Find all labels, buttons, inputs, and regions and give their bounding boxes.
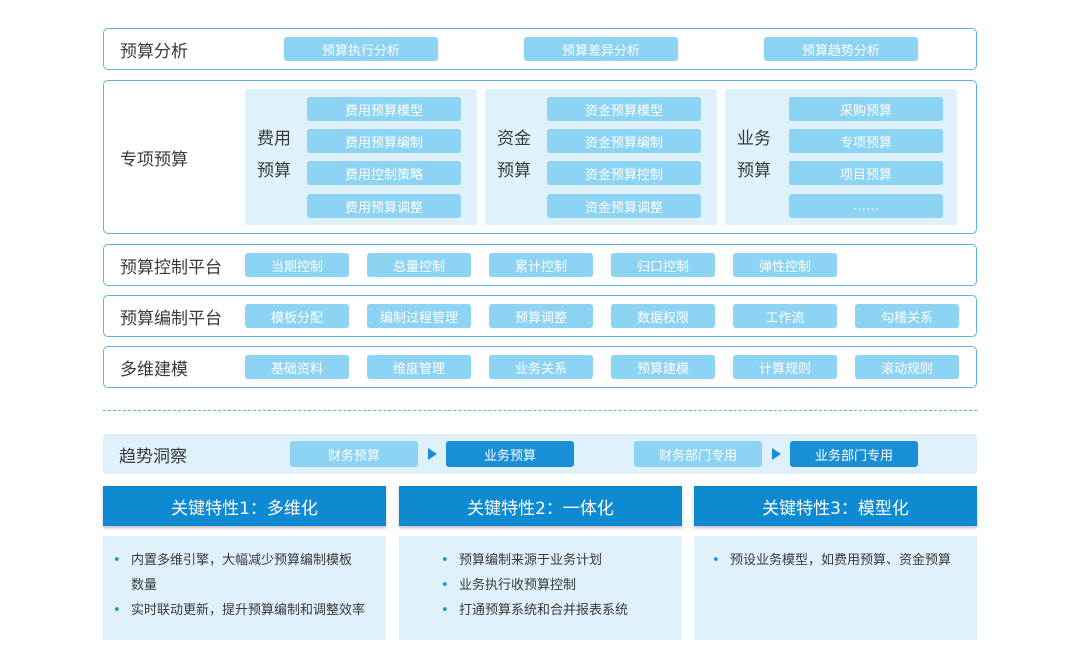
feature-2-bullet-1: 预算编制来源于业务计划 [439, 548, 628, 573]
chip-budget-adjust[interactable]: 预算调整 [489, 304, 593, 328]
expense-budget-group: 费用 预算 费用预算模型 费用预算编制 费用控制策略 费用预算调整 [245, 89, 477, 225]
feature-2-bullet-2: 业务执行收预算控制 [439, 573, 628, 598]
group-label: 费用 预算 [257, 129, 291, 181]
trend-row: 趋势洞察 财务预算 业务预算 财务部门专用 业务部门专用 [103, 434, 977, 474]
special-budget-title: 专项预算 [120, 149, 188, 170]
chip-finance-dept[interactable]: 财务部门专用 [634, 441, 762, 467]
chip-expense-compile[interactable]: 费用预算编制 [307, 129, 461, 153]
dashed-separator [103, 410, 977, 411]
feature-2-bullet-3: 打通预算系统和合并报表系统 [439, 598, 628, 623]
feature-3-title: 关键特性3：模型化 [694, 486, 977, 526]
compile-platform-row: 预算编制平台 模板分配 编制过程管理 预算调整 数据权限 工作流 勾稽关系 [103, 295, 977, 337]
chip-purchase-budget[interactable]: 采购预算 [789, 97, 943, 121]
modeling-row: 多维建模 基础资料 维度管理 业务关系 预算建模 计算规则 滚动规则 [103, 346, 977, 388]
feature-1-title: 关键特性1：多维化 [103, 486, 386, 526]
chip-flexible-control[interactable]: 弹性控制 [733, 253, 837, 277]
chip-fund-model[interactable]: 资金预算模型 [547, 97, 701, 121]
fund-budget-group: 资金 预算 资金预算模型 资金预算编制 资金预算控制 资金预算调整 [485, 89, 717, 225]
chip-total-control[interactable]: 总量控制 [367, 253, 471, 277]
group-label: 业务 预算 [737, 129, 771, 181]
chip-expense-model[interactable]: 费用预算模型 [307, 97, 461, 121]
chip-data-permission[interactable]: 数据权限 [611, 304, 715, 328]
chip-workflow[interactable]: 工作流 [733, 304, 837, 328]
special-budget-row: 专项预算 费用 预算 费用预算模型 费用预算编制 费用控制策略 费用预算调整 资… [103, 80, 977, 234]
chip-template-assign[interactable]: 模板分配 [245, 304, 349, 328]
chip-trend-analysis[interactable]: 预算趋势分析 [764, 37, 918, 61]
control-platform-title: 预算控制平台 [120, 257, 222, 278]
chip-expense-control[interactable]: 费用控制策略 [307, 161, 461, 185]
compile-platform-title: 预算编制平台 [120, 308, 222, 329]
feature-2-body: 预算编制来源于业务计划 业务执行收预算控制 打通预算系统和合并报表系统 [399, 536, 682, 640]
feature-3-bullet-1: 预设业务模型，如费用预算、资金预算 [710, 548, 951, 573]
chip-period-control[interactable]: 当期控制 [245, 253, 349, 277]
chip-centralized-control[interactable]: 归口控制 [611, 253, 715, 277]
chip-fund-adjust[interactable]: 资金预算调整 [547, 194, 701, 218]
arrow-right-icon [772, 448, 781, 460]
chip-finance-budget[interactable]: 财务预算 [290, 441, 418, 467]
feature-1-bullet-2: 实时联动更新，提升预算编制和调整效率 [111, 598, 365, 623]
chip-cumulative-control[interactable]: 累计控制 [489, 253, 593, 277]
trend-title: 趋势洞察 [119, 446, 187, 467]
chip-process-manage[interactable]: 编制过程管理 [367, 304, 471, 328]
business-budget-group: 业务 预算 采购预算 专项预算 项目预算 …… [725, 89, 957, 225]
chip-business-dept[interactable]: 业务部门专用 [790, 441, 918, 467]
control-platform-row: 预算控制平台 当期控制 总量控制 累计控制 归口控制 弹性控制 [103, 244, 977, 286]
chip-more[interactable]: …… [789, 194, 943, 218]
analysis-title: 预算分析 [120, 41, 188, 62]
chip-reconciliation[interactable]: 勾稽关系 [855, 304, 959, 328]
arrow-right-icon [428, 448, 437, 460]
chip-business-budget[interactable]: 业务预算 [446, 441, 574, 467]
chip-business-relation[interactable]: 业务关系 [489, 355, 593, 379]
chip-rolling-rules[interactable]: 滚动规则 [855, 355, 959, 379]
chip-fund-control[interactable]: 资金预算控制 [547, 161, 701, 185]
chip-base-data[interactable]: 基础资料 [245, 355, 349, 379]
chip-dimension-manage[interactable]: 维度管理 [367, 355, 471, 379]
chip-execution-analysis[interactable]: 预算执行分析 [284, 37, 438, 61]
chip-expense-adjust[interactable]: 费用预算调整 [307, 194, 461, 218]
chip-variance-analysis[interactable]: 预算差异分析 [524, 37, 678, 61]
chip-budget-modeling[interactable]: 预算建模 [611, 355, 715, 379]
feature-2-title: 关键特性2：一体化 [399, 486, 682, 526]
group-label: 资金 预算 [497, 129, 531, 181]
chip-fund-compile[interactable]: 资金预算编制 [547, 129, 701, 153]
chip-calc-rules[interactable]: 计算规则 [733, 355, 837, 379]
chip-project-budget[interactable]: 项目预算 [789, 161, 943, 185]
modeling-title: 多维建模 [120, 359, 188, 380]
analysis-row: 预算分析 预算执行分析 预算差异分析 预算趋势分析 [103, 28, 977, 70]
feature-3-body: 预设业务模型，如费用预算、资金预算 [694, 536, 977, 640]
chip-special-budget[interactable]: 专项预算 [789, 129, 943, 153]
